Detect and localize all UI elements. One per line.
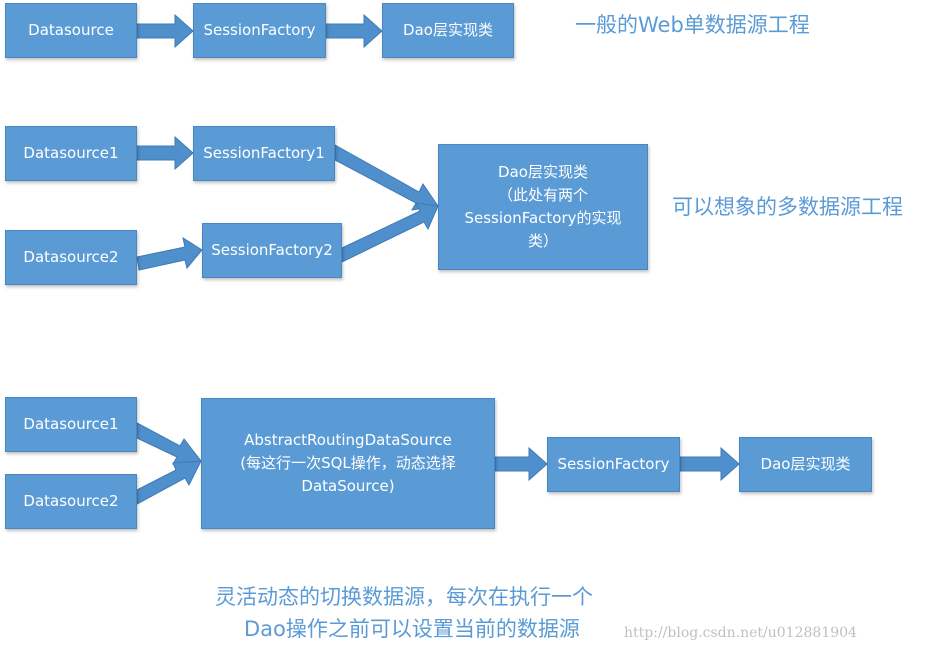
datasource2-routing-label: Datasource2 xyxy=(23,492,119,510)
routing-dao-impl-box: Dao层实现类 xyxy=(739,437,872,492)
routing-line-3: DataSource) xyxy=(301,477,395,495)
dao-impl-label: Dao层实现类 xyxy=(403,21,493,39)
session-factory1-box: SessionFactory1 xyxy=(193,126,335,181)
arrow-routing-to-sf xyxy=(494,446,548,482)
dynamic-switch-caption-line-2: Dao操作之前可以设置当前的数据源 xyxy=(244,617,580,641)
routing-session-factory-label: SessionFactory xyxy=(557,455,670,473)
arrow-ds-to-sf xyxy=(136,13,194,49)
session-factory1-label: SessionFactory1 xyxy=(203,144,325,162)
arrow-ds2-to-routing xyxy=(136,460,202,505)
datasource1-box: Datasource1 xyxy=(5,126,137,181)
arrow-ds2-to-sf2 xyxy=(136,236,203,271)
single-datasource-caption: 一般的Web单数据源工程 xyxy=(575,13,810,37)
multi-dao-impl-box: Dao层实现类 （此处有两个 SessionFactory的实现 类） xyxy=(438,144,648,270)
session-factory-label: SessionFactory xyxy=(203,21,316,39)
session-factory2-label: SessionFactory2 xyxy=(211,241,333,259)
session-factory-box: SessionFactory xyxy=(193,3,326,58)
datasource2-label: Datasource2 xyxy=(23,248,119,266)
csdn-watermark: http://blog.csdn.net/u012881904 xyxy=(624,625,857,641)
routing-dao-impl-label: Dao层实现类 xyxy=(760,455,851,473)
datasource2-box: Datasource2 xyxy=(5,230,137,285)
abstract-routing-datasource-box: AbstractRoutingDataSource (每这行一次SQL操作，动态… xyxy=(201,398,495,529)
datasource1-routing-box: Datasource1 xyxy=(5,397,137,452)
session-factory2-box: SessionFactory2 xyxy=(202,223,342,278)
arrow-sf-to-dao-3 xyxy=(679,446,740,482)
arrow-sf1-to-dao xyxy=(334,144,439,211)
dao-impl-box: Dao层实现类 xyxy=(382,3,514,58)
datasource1-routing-label: Datasource1 xyxy=(23,415,119,433)
arrow-ds1-to-routing xyxy=(136,422,202,465)
arrow-ds1-to-sf1 xyxy=(136,135,194,171)
datasource2-routing-box: Datasource2 xyxy=(5,474,137,529)
datasource1-label: Datasource1 xyxy=(23,144,119,162)
multi-dao-line-4: 类） xyxy=(527,232,558,250)
multi-dao-line-1: Dao层实现类 xyxy=(498,163,588,181)
multi-datasource-caption: 可以想象的多数据源工程 xyxy=(672,195,903,219)
routing-line-1: AbstractRoutingDataSource xyxy=(244,431,452,449)
datasource-label: Datasource xyxy=(28,21,114,39)
routing-session-factory-box: SessionFactory xyxy=(547,437,680,492)
arrow-sf2-to-dao xyxy=(341,202,439,263)
datasource-box: Datasource xyxy=(5,3,137,58)
dynamic-switch-caption-line-1: 灵活动态的切换数据源，每次在执行一个 xyxy=(215,585,593,609)
multi-dao-line-2: （此处有两个 xyxy=(497,186,588,204)
routing-line-2: (每这行一次SQL操作，动态选择 xyxy=(240,454,456,472)
arrow-sf-to-dao xyxy=(325,13,383,49)
multi-dao-line-3: SessionFactory的实现 xyxy=(464,209,622,227)
